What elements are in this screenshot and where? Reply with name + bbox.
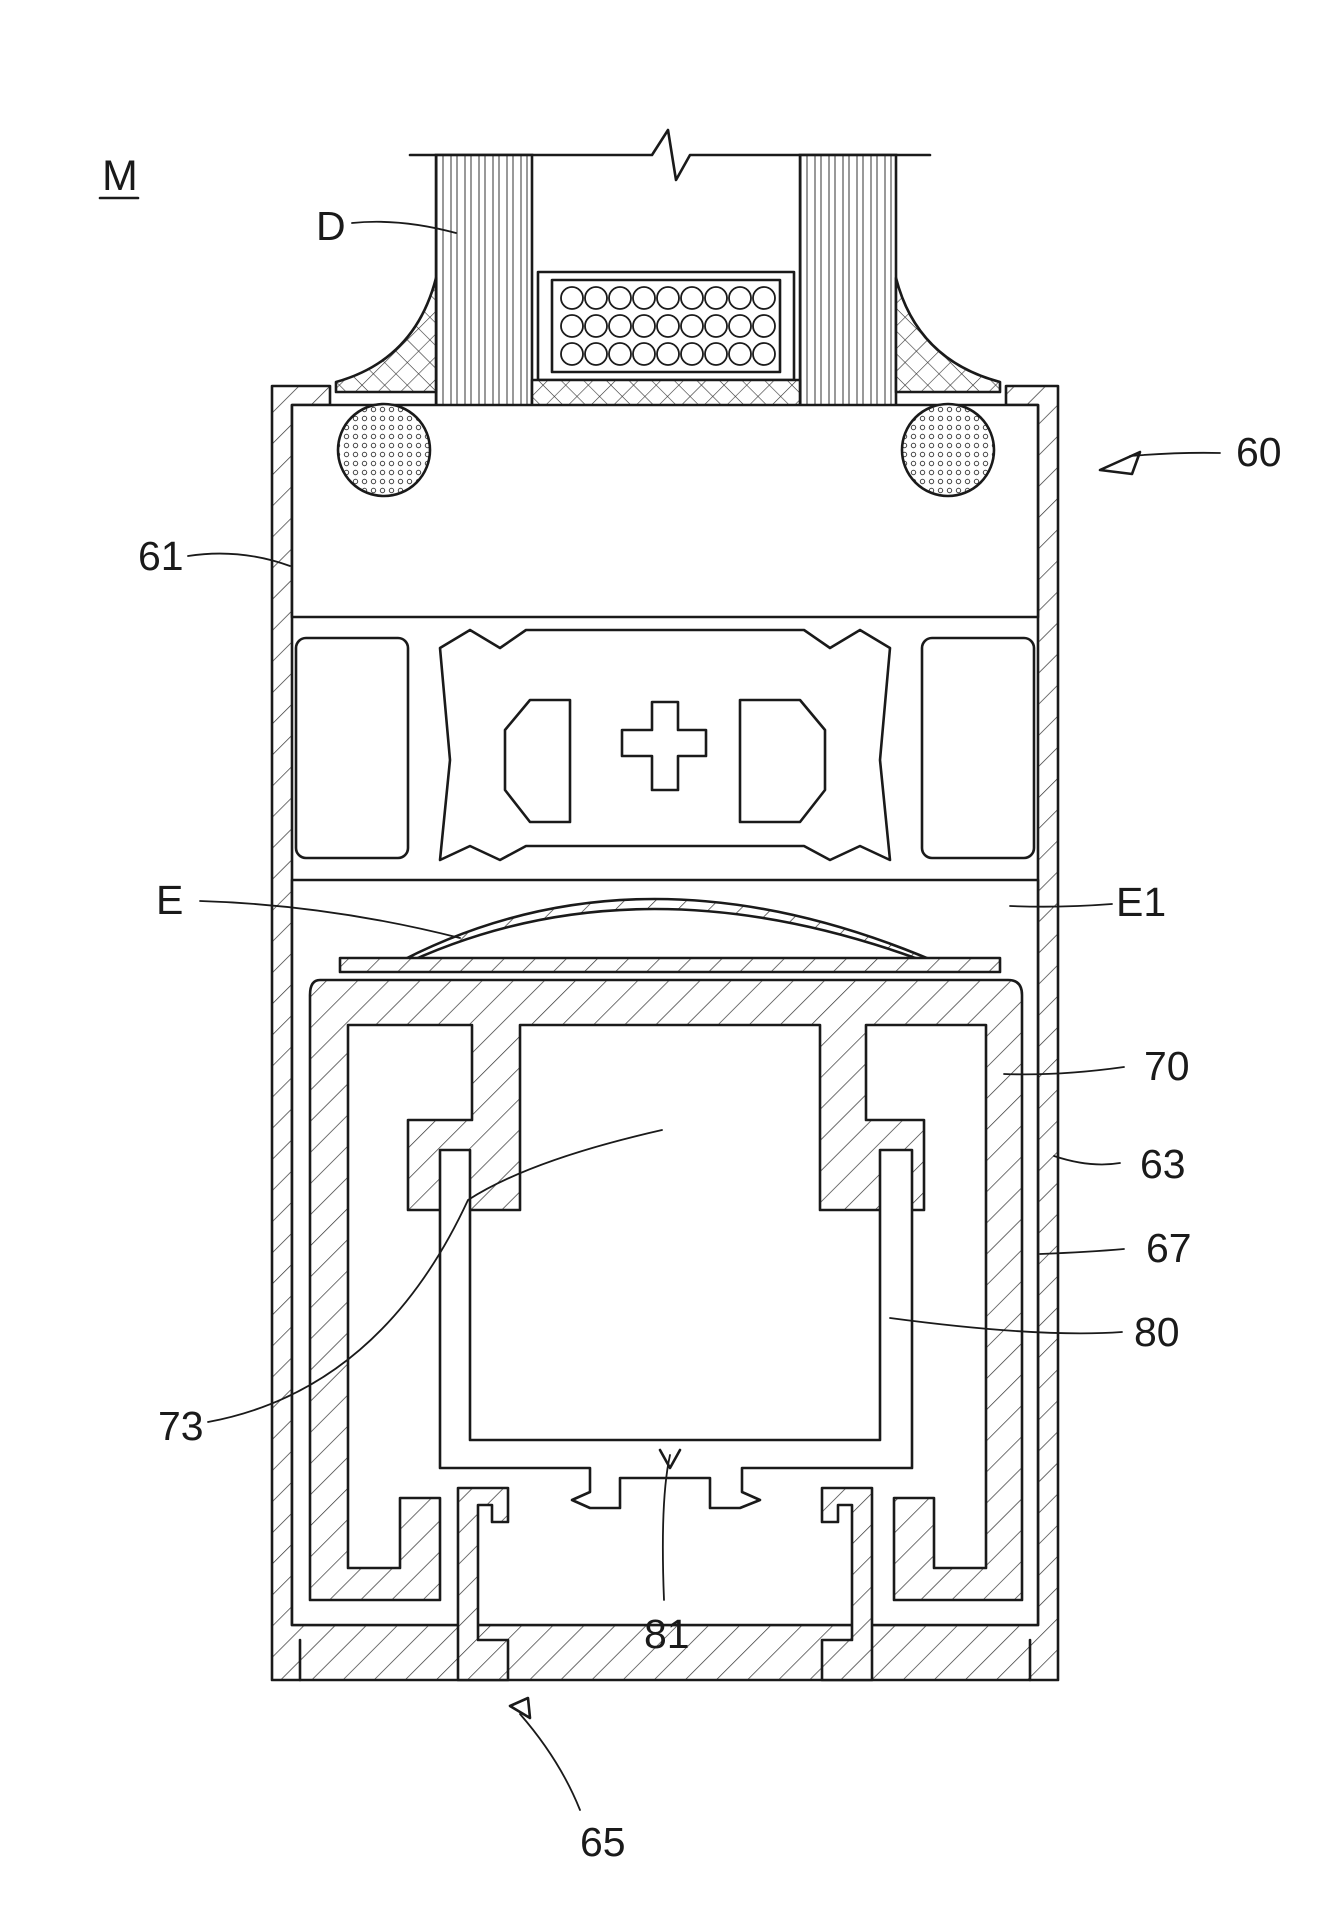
left-side-chamber — [294, 636, 410, 860]
sealant-fillet-left — [334, 276, 438, 394]
label-67: 67 — [1146, 1225, 1192, 1271]
label-D: D — [316, 203, 346, 249]
hook-left — [456, 1486, 510, 1682]
label-80: 80 — [1134, 1309, 1180, 1355]
figure-id-label: M — [102, 152, 138, 200]
thermal-break-d-right — [738, 698, 827, 824]
label-60: 60 — [1236, 429, 1282, 475]
thermal-break-d-left — [503, 698, 572, 824]
label-65: 65 — [580, 1819, 626, 1865]
reinforcement-profile-70 — [308, 978, 1024, 1602]
label-61: 61 — [138, 533, 184, 579]
desiccant-beads — [560, 286, 776, 366]
label-70: 70 — [1144, 1043, 1190, 1089]
label-E1: E1 — [1116, 879, 1166, 925]
thermal-break-cross — [620, 700, 708, 792]
leader-lines — [187, 220, 1221, 1811]
label-73: 73 — [158, 1403, 204, 1449]
arched-cover-member — [338, 897, 1002, 974]
label-81: 81 — [644, 1611, 690, 1657]
right-side-chamber — [920, 636, 1036, 860]
label-63: 63 — [1140, 1141, 1186, 1187]
gasket-left — [336, 402, 432, 498]
hook-right — [820, 1486, 874, 1682]
lower-hooks — [298, 1486, 1032, 1682]
label-E: E — [156, 877, 183, 923]
core-profile-80 — [438, 1148, 914, 1510]
gasket-right — [900, 402, 996, 498]
sealant-fillet-right — [894, 276, 1002, 394]
